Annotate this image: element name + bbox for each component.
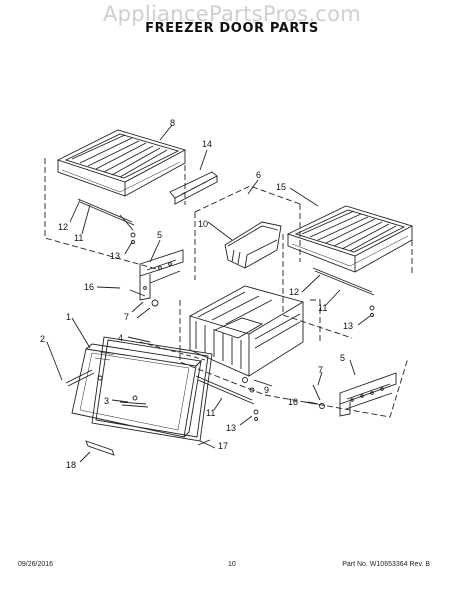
callout-13-upper: 13	[110, 251, 120, 261]
ice-bin-10	[224, 221, 282, 269]
callout-17: 17	[218, 441, 228, 451]
upper-basket-8	[56, 129, 187, 197]
callout-8: 8	[170, 118, 175, 128]
callout-5-left: 5	[157, 230, 162, 240]
callout-1: 1	[66, 312, 71, 322]
slide-bracket-5-right	[339, 372, 397, 417]
callout-13-right: 13	[343, 321, 353, 331]
callout-18: 18	[66, 460, 76, 470]
callout-3: 3	[104, 396, 109, 406]
footer-page-number: 10	[228, 561, 236, 568]
callout-13-lower: 13	[226, 423, 236, 433]
callout-15: 15	[276, 182, 286, 192]
callout-4: 4	[118, 333, 123, 343]
callout-10: 10	[198, 219, 208, 229]
callout-11-lower: 11	[206, 408, 215, 418]
upper-basket-15	[286, 205, 414, 273]
callout-11-upper: 11	[74, 233, 83, 243]
callout-7-left: 7	[124, 312, 129, 322]
watermark: AppliancePartsPros.com	[102, 2, 362, 26]
footer-part-number: Part No. W10653364 Rev. B	[342, 561, 430, 568]
callout-14: 14	[202, 139, 212, 149]
drawer-basket-9	[188, 285, 305, 377]
callout-12-left: 12	[58, 222, 68, 232]
callout-6: 6	[256, 170, 261, 180]
callout-16-left: 16	[84, 282, 94, 292]
callout-2: 2	[40, 334, 45, 344]
bracket-14	[169, 171, 218, 205]
callout-5-right: 5	[340, 353, 345, 363]
footer-date: 09/26/2016	[18, 561, 54, 568]
callout-16-right: 16	[288, 397, 298, 407]
freezer-door-1	[71, 343, 202, 438]
slide-bracket-5-left	[139, 249, 184, 301]
callout-11-right: 11	[318, 303, 327, 313]
callout-7-right: 7	[318, 365, 323, 375]
callout-9: 9	[264, 385, 269, 395]
diagram-title: FREEZER DOOR PARTS	[145, 21, 319, 36]
callout-12-right: 12	[289, 287, 299, 297]
